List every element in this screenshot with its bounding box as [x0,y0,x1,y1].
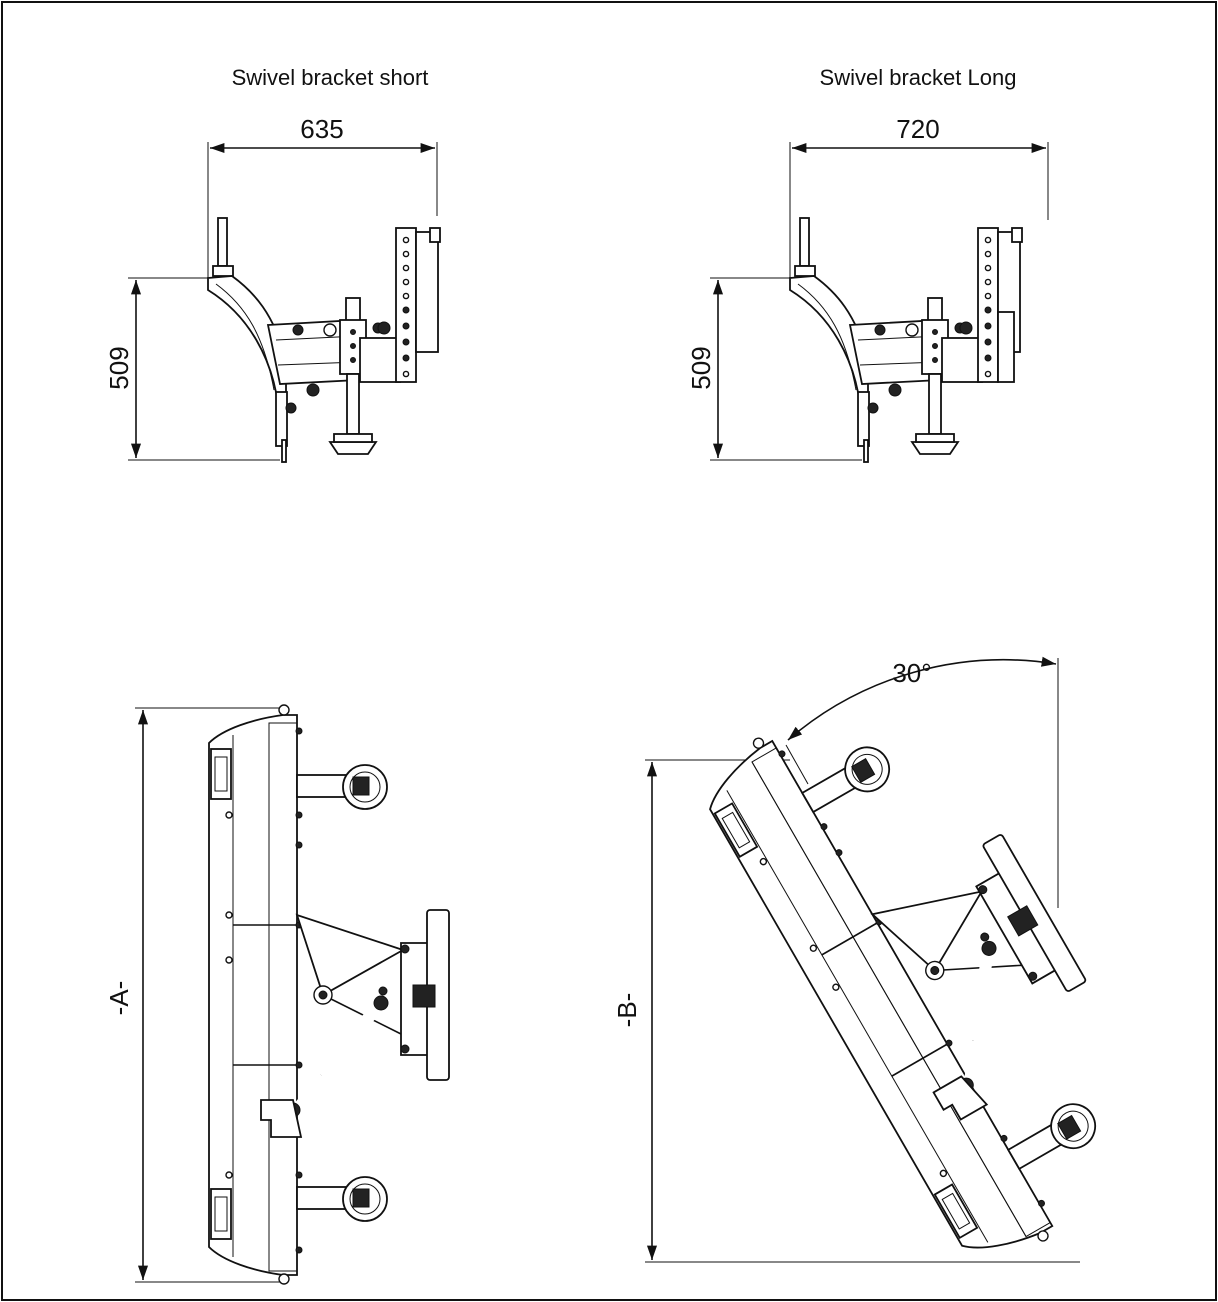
title-swivel-bracket-short: Swivel bracket short [232,65,429,90]
straight-blade-drawing [209,705,449,1284]
angle-arc [787,656,1057,741]
length-dimension-b: -B- [612,993,642,1028]
swivel-bracket-long-drawing [789,217,1023,463]
width-dimension-value: 720 [896,114,939,144]
plan-view-straight: -A- [104,705,449,1284]
length-dimension-a: -A- [104,981,134,1016]
side-view-short: Swivel bracket short 635 509 [104,65,441,463]
side-view-long: Swivel bracket Long 720 509 [686,65,1049,463]
swivel-bracket-short-drawing [207,217,441,463]
height-dimension-value: 509 [104,346,134,389]
width-dimension-value: 635 [300,114,343,144]
title-swivel-bracket-long: Swivel bracket Long [820,65,1017,90]
angle-dimension: 30° [892,658,931,688]
plan-view-angled: -B- 30° [612,656,1188,1277]
angled-blade-drawing [691,656,1188,1277]
height-dimension-value: 509 [686,346,716,389]
